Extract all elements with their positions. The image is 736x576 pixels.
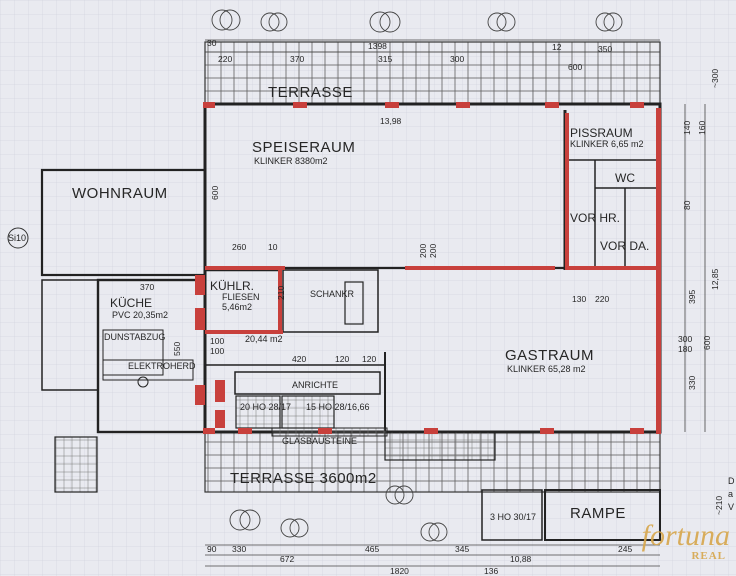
dim-top-300: 300	[450, 54, 464, 64]
wall-highlights	[195, 102, 661, 434]
wc-label: WC	[615, 171, 635, 185]
glasbausteine-label: GLASBAUSTEINE	[282, 436, 357, 446]
rampe-label: RAMPE	[570, 505, 626, 522]
dim-r140: 140	[682, 121, 692, 135]
dim-550: 550	[172, 342, 182, 356]
dim-130: 130	[572, 294, 586, 304]
stair-bottom-label: 3 HO 30/17	[490, 512, 536, 522]
dim-bot-245: 245	[618, 544, 632, 554]
dunstabzug-label: DUNSTABZUG	[104, 332, 165, 342]
stair-right-label: 15 HO 28/16,66	[306, 402, 370, 412]
kueche-area: PVC 20,35m2	[112, 310, 168, 320]
speiseraum-label: SPEISERAUM	[252, 139, 355, 156]
margin-text-a: a	[728, 489, 733, 499]
dim-210: 210	[276, 286, 286, 300]
dim-top-total: 1398	[368, 41, 387, 51]
dim-r160: 160	[697, 121, 707, 135]
dim-top-315: 315	[378, 54, 392, 64]
dimensions: 1398 220 370 315 300 600 350 30 12 13,98…	[140, 38, 724, 576]
watermark-sub: REAL	[691, 550, 726, 562]
dim-200b: 200	[428, 244, 438, 258]
schank-label: SCHANKR	[310, 289, 355, 299]
dim-370: 370	[140, 282, 154, 292]
elektroherd-label: ELEKTROHERD	[128, 361, 196, 371]
dim-right-600: 600	[702, 336, 712, 350]
dim-bot-345: 345	[455, 544, 469, 554]
dim-bot-465: 465	[365, 544, 379, 554]
margin-text-d: D	[728, 476, 735, 486]
terrace-bottom-label: TERRASSE 3600m2	[230, 470, 377, 487]
dim-right-395: 395	[687, 290, 697, 304]
dim-top-12: 12	[552, 42, 562, 52]
stair-left-label: 20 HO 28/17	[240, 402, 291, 412]
dim-top-220: 220	[218, 54, 232, 64]
kuehlr-label: KÜHLR.	[210, 279, 254, 293]
dim-bot-90: 90	[207, 544, 217, 554]
dim-bot-330: 330	[232, 544, 246, 554]
dim-bot-136: 136	[484, 566, 498, 576]
tree-symbols	[211, 9, 623, 542]
gastraum-area: KLINKER 65,28 m2	[507, 364, 586, 374]
dim-bot-672: 672	[280, 554, 294, 564]
dim-right-330: 330	[687, 376, 697, 390]
pissraum-area: KLINKER 6,65 m2	[570, 139, 644, 149]
dim-top-30: 30	[207, 38, 217, 48]
dim-bot-1820: 1820	[390, 566, 409, 576]
kuehlr-sub: FLIESEN	[222, 292, 260, 302]
dim-600: 600	[210, 186, 220, 200]
kuehlr-area: 5,46m2	[222, 302, 252, 312]
dim-10: 10	[268, 242, 278, 252]
watermark-main: fortuna	[641, 519, 730, 552]
dim-100a: 100	[210, 336, 224, 346]
dim-top-600: 600	[568, 62, 582, 72]
watermark-logo: fortuna REAL	[641, 519, 730, 563]
dim-right-210: ~210	[714, 496, 724, 515]
dim-right-300top: ~300	[710, 69, 720, 88]
wohnraum-label: WOHNRAUM	[72, 185, 168, 202]
margin-text-v: V	[728, 502, 734, 512]
section-marker-circle	[7, 227, 29, 249]
dim-r80: 80	[682, 200, 692, 210]
speiseraum-area: KLINKER 8380m2	[254, 156, 328, 166]
section-marker: Si10	[8, 233, 26, 243]
pissraum-label: PISSRAUM	[570, 126, 633, 140]
dim-100b: 100	[210, 346, 224, 356]
dim-120a: 120	[335, 354, 349, 364]
dim-bot-1088: 10,88	[510, 554, 532, 564]
dim-220: 220	[595, 294, 609, 304]
dim-200a: 200	[418, 244, 428, 258]
gastraum-label: GASTRAUM	[505, 347, 594, 364]
dim-120b: 120	[362, 354, 376, 364]
dimension-lines	[205, 39, 706, 567]
anrichte-label: ANRICHTE	[292, 380, 338, 390]
terrace-top-label: TERRASSE	[268, 84, 353, 101]
kueche-label: KÜCHE	[110, 296, 152, 310]
dim-right-1285: 12,85	[710, 268, 720, 290]
dim-right-300: 300	[678, 334, 692, 344]
dim-260: 260	[232, 242, 246, 252]
vorda-label: VOR DA.	[600, 239, 649, 253]
dim-420: 420	[292, 354, 306, 364]
dim-top-370: 370	[290, 54, 304, 64]
dim-top-350: 350	[598, 44, 612, 54]
dim-inner-1398: 13,98	[380, 116, 402, 126]
schank-area: 20,44 m2	[245, 334, 283, 344]
dim-right-180: 180	[678, 344, 692, 354]
vorhr-label: VOR HR.	[570, 211, 620, 225]
